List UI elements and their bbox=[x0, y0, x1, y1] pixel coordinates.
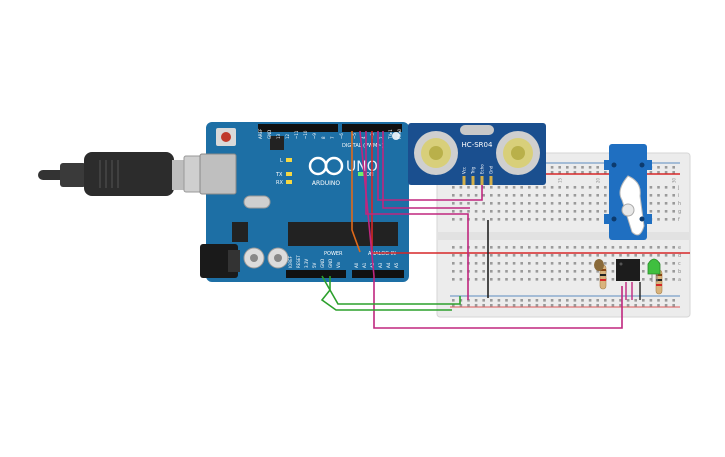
digital-header-right[interactable] bbox=[342, 124, 402, 132]
reset-button[interactable] bbox=[216, 128, 236, 146]
usb-grip-icon bbox=[99, 160, 119, 188]
rx-led-label: RX bbox=[276, 180, 283, 186]
right-transducer-icon bbox=[496, 131, 540, 175]
left-transducer-icon bbox=[414, 131, 458, 175]
sensor-pin[interactable] bbox=[480, 176, 484, 185]
arduino-brand: ARDUINO bbox=[312, 180, 341, 187]
digital-pwm-label: DIGITAL (PWM~) bbox=[342, 143, 384, 149]
photoresistor[interactable] bbox=[594, 259, 604, 271]
power-pin-label: GND bbox=[328, 259, 333, 268]
green-wire-2[interactable] bbox=[320, 276, 452, 311]
tx-led-label: TX bbox=[275, 172, 283, 178]
sensor-pin-label: Trig bbox=[471, 166, 476, 175]
orange-wire[interactable] bbox=[351, 131, 361, 253]
sensor-pin-label: Echo bbox=[480, 164, 485, 174]
digital-pin-label: ~6 bbox=[339, 133, 344, 139]
sensor-pin[interactable] bbox=[489, 176, 493, 185]
power-header[interactable] bbox=[286, 270, 346, 278]
arduino-uno-board[interactable]: ARDUINO UNO DIGITAL (PWM~) ON L TX RX AR… bbox=[199, 122, 409, 282]
analog-pin-label: A1 bbox=[362, 262, 367, 268]
power-pin-label: GND bbox=[320, 259, 325, 268]
column-number: 15 bbox=[557, 177, 562, 183]
digital-pin-label: ~5 bbox=[352, 133, 357, 139]
magenta-wire-chip[interactable] bbox=[359, 130, 623, 329]
power-pin-label: IOREF bbox=[288, 255, 293, 268]
digital-pin-label: GND bbox=[267, 130, 272, 139]
row-letter: d bbox=[678, 253, 681, 259]
analog-header[interactable] bbox=[352, 270, 404, 278]
power-pin-label: RESET bbox=[296, 255, 301, 268]
sensor-name: HC-SR04 bbox=[462, 141, 493, 149]
digital-pin-label: AREF bbox=[258, 128, 263, 139]
row-letter: a bbox=[678, 277, 681, 283]
servo-horn-icon bbox=[619, 175, 645, 236]
digital-pin-label: 12 bbox=[285, 133, 290, 139]
analog-pin-label: A0 bbox=[354, 262, 359, 268]
analog-pin-label: A5 bbox=[394, 262, 399, 268]
column-number: 20 bbox=[595, 177, 600, 183]
power-pin-label: Vin bbox=[336, 261, 341, 268]
power-pin-label: 5V bbox=[312, 262, 317, 268]
power-pin-label: 3.3V bbox=[304, 259, 309, 268]
digital-pin-label: 2 bbox=[379, 136, 384, 139]
row-letter: i bbox=[678, 193, 679, 199]
row-letter: e bbox=[678, 245, 681, 251]
digital-pin-label: 7 bbox=[330, 136, 335, 139]
row-letter: h bbox=[678, 201, 681, 207]
analog-in-label: ANALOG IN bbox=[368, 251, 396, 257]
row-letter: g bbox=[678, 209, 681, 215]
row-letter: c bbox=[678, 261, 681, 267]
digital-pin-label: 13 bbox=[276, 133, 281, 139]
l-led-label: L bbox=[280, 158, 283, 164]
digital-pin-label: ~10 bbox=[303, 130, 308, 139]
green-led[interactable] bbox=[647, 258, 661, 282]
atmega-chip bbox=[288, 222, 398, 246]
row-letter: b bbox=[678, 269, 681, 275]
magenta-wire-servo[interactable] bbox=[365, 131, 469, 300]
digital-pin-label: ~9 bbox=[312, 133, 317, 139]
sensor-pins[interactable]: Vcc Trig Echo Gnd bbox=[462, 164, 494, 185]
sensor-pin[interactable] bbox=[462, 176, 466, 185]
arduino-logo-icon bbox=[308, 156, 344, 176]
digital-pin-label: 4 bbox=[361, 136, 366, 139]
row-letter: f bbox=[678, 217, 680, 223]
usb-cable bbox=[38, 152, 215, 196]
digital-pin-label: ~11 bbox=[294, 130, 299, 139]
analog-pin-label: A4 bbox=[386, 262, 391, 268]
digital-pin-label: TX▸1 bbox=[388, 129, 393, 140]
on-led-label: ON bbox=[366, 172, 374, 178]
arduino-model: UNO bbox=[346, 159, 378, 175]
power-label: POWER bbox=[324, 251, 343, 257]
sensor-pin[interactable] bbox=[471, 176, 475, 185]
servo-motor[interactable] bbox=[604, 144, 652, 240]
column-number: 30 bbox=[671, 177, 676, 183]
digital-pin-label: RX◂0 bbox=[397, 128, 402, 139]
sensor-pin-label: Gnd bbox=[489, 165, 494, 174]
magenta-wire-echo[interactable] bbox=[382, 131, 470, 209]
analog-pin-label: A3 bbox=[378, 262, 383, 268]
hc-sr04-sensor[interactable]: HC-SR04 Vcc Trig Echo Gnd bbox=[408, 123, 546, 185]
digital-pin-label: 8 bbox=[321, 136, 326, 139]
sensor-pin-label: Vcc bbox=[462, 167, 467, 174]
digital-header-left[interactable] bbox=[258, 124, 338, 132]
row-letter: j bbox=[677, 185, 679, 191]
ic-chip[interactable] bbox=[616, 259, 640, 281]
magenta-wire-trig[interactable] bbox=[377, 131, 483, 201]
